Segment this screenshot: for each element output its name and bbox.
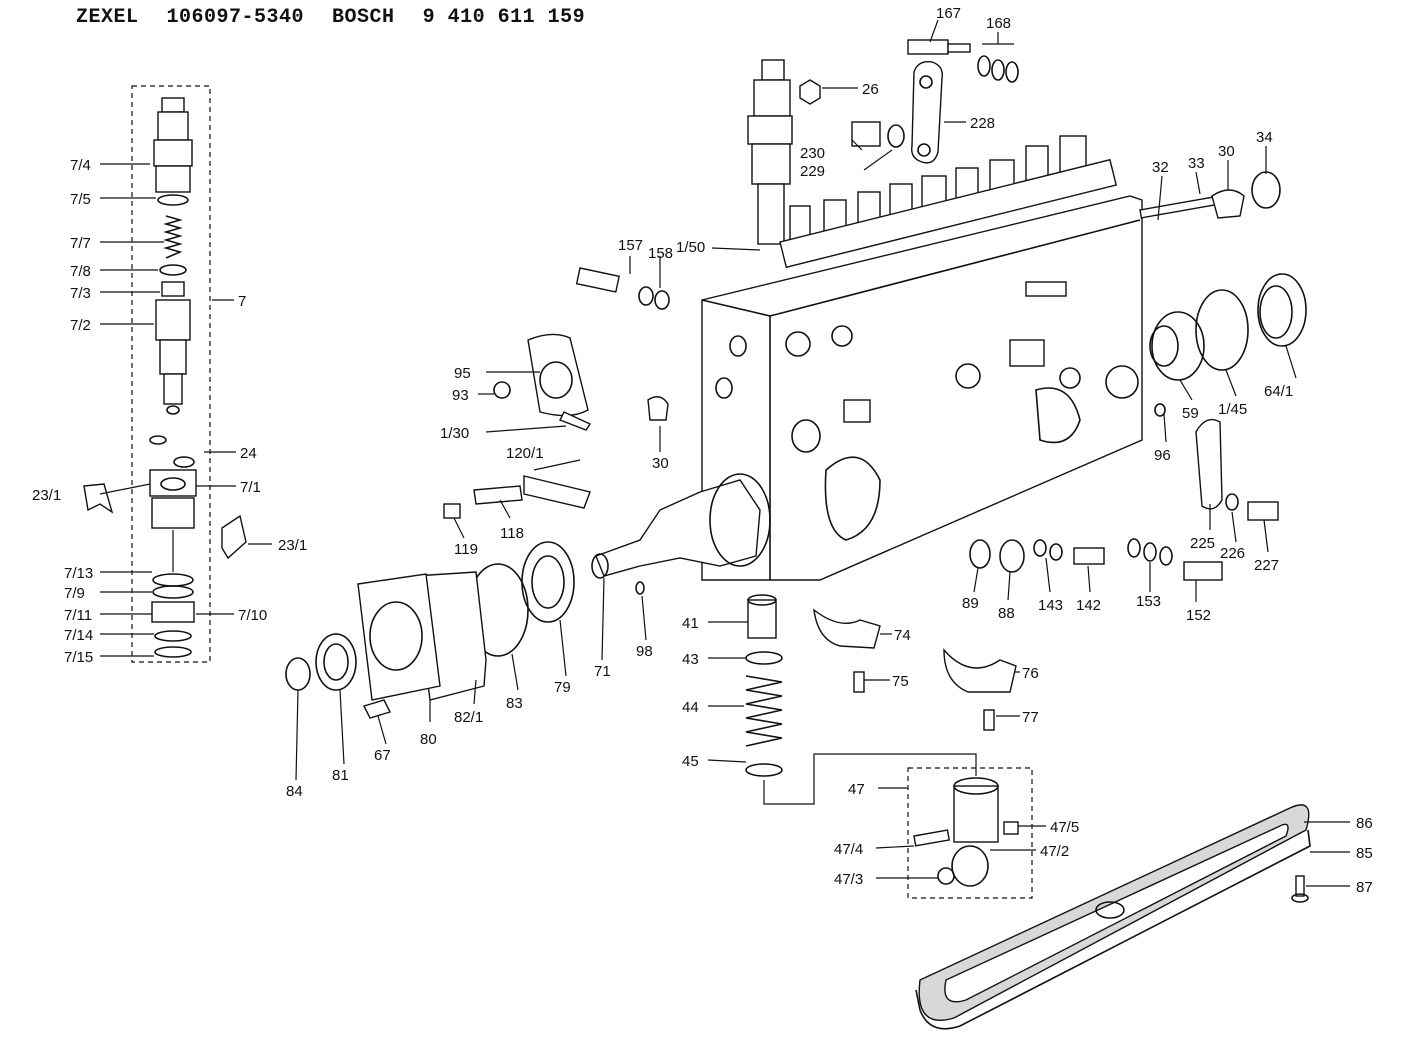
callout-98: 98	[636, 643, 653, 660]
callout-23-1-right: 23/1	[278, 537, 307, 554]
callout-7-4: 7/4	[70, 157, 91, 174]
callout-24: 24	[240, 445, 257, 462]
callout-7-13: 7/13	[64, 565, 93, 582]
callout-47-4: 47/4	[834, 841, 863, 858]
callout-158: 158	[648, 245, 673, 262]
callout-167: 167	[936, 5, 961, 22]
callout-227: 227	[1254, 557, 1279, 574]
callout-30: 30	[1218, 143, 1235, 160]
callout-84: 84	[286, 783, 303, 800]
callout-85: 85	[1356, 845, 1373, 862]
camshaft-and-flange	[285, 267, 771, 719]
callout-88: 88	[998, 605, 1015, 622]
callout-45: 45	[682, 753, 699, 770]
callout-228: 228	[970, 115, 995, 132]
callout-64-1: 64/1	[1264, 383, 1293, 400]
callout-229: 229	[800, 163, 825, 180]
callout-43: 43	[682, 651, 699, 668]
callout-83: 83	[506, 695, 523, 712]
callout-32: 32	[1152, 159, 1169, 176]
callout-47-2: 47/2	[1040, 843, 1069, 860]
callout-86: 86	[1356, 815, 1373, 832]
callout-226: 226	[1220, 545, 1245, 562]
callout-1-50: 1/50	[676, 239, 705, 256]
roller-assembly	[763, 753, 1033, 899]
callout-142: 142	[1076, 597, 1101, 614]
callout-47: 47	[848, 781, 865, 798]
callout-81: 81	[332, 767, 349, 784]
callout-7-11: 7/11	[64, 607, 92, 624]
callout-95: 95	[454, 365, 471, 382]
callout-143: 143	[1038, 597, 1063, 614]
callout-75: 75	[892, 673, 909, 690]
callout-7-7: 7/7	[70, 235, 91, 252]
callout-153: 153	[1136, 593, 1161, 610]
callout-1-45: 1/45	[1218, 401, 1247, 418]
callout-47-3: 47/3	[834, 871, 863, 888]
tappet-assembly	[745, 594, 1017, 777]
callout-87: 87	[1356, 879, 1373, 896]
callout-74: 74	[894, 627, 911, 644]
delivery-valve-assembly	[83, 85, 247, 663]
callout-7-5: 7/5	[70, 191, 91, 208]
callout-47-5: 47/5	[1050, 819, 1079, 836]
callout-120-1: 120/1	[506, 445, 544, 462]
callout-76: 76	[1022, 665, 1039, 682]
part-number-zexel: 106097-5340	[166, 6, 305, 29]
callout-7-8: 7/8	[70, 263, 91, 280]
callout-34: 34	[1256, 129, 1273, 146]
right-side-parts	[969, 171, 1307, 581]
callout-157: 157	[618, 237, 643, 254]
callout-7-15: 7/15	[64, 649, 93, 666]
callout-30-lower: 30	[652, 455, 669, 472]
callout-96: 96	[1154, 447, 1171, 464]
callout-59: 59	[1182, 405, 1199, 422]
callout-7-10: 7/10	[238, 607, 267, 624]
callout-168: 168	[986, 15, 1011, 32]
pump-housing	[701, 158, 1143, 581]
callout-118: 118	[500, 525, 524, 542]
diagram-header: ZEXEL 106097-5340 BOSCH 9 410 611 159	[76, 6, 613, 29]
part-number-bosch: 9 410 611 159	[422, 6, 586, 29]
callout-41: 41	[682, 615, 699, 632]
callout-7-2: 7/2	[70, 317, 91, 334]
callout-7-3: 7/3	[70, 285, 91, 302]
callout-225: 225	[1190, 535, 1215, 552]
callout-80: 80	[420, 731, 437, 748]
base-plate-gasket	[915, 804, 1311, 1030]
callout-77: 77	[1022, 709, 1039, 726]
callout-7-14: 7/14	[64, 627, 93, 644]
callout-26: 26	[862, 81, 879, 98]
callout-119: 119	[454, 541, 478, 558]
callout-93: 93	[452, 387, 469, 404]
callout-23-1-left: 23/1	[32, 487, 61, 504]
leader-lines	[99, 19, 1350, 887]
callout-labels: 167 168 26 228 230 229 32 33 30 34 157 1…	[32, 5, 1373, 896]
callout-71: 71	[594, 663, 611, 680]
callout-7-1: 7/1	[240, 479, 261, 496]
callout-1-30: 1/30	[440, 425, 469, 442]
callout-79: 79	[554, 679, 571, 696]
callout-230: 230	[800, 145, 825, 162]
callout-152: 152	[1186, 607, 1211, 624]
callout-89: 89	[962, 595, 979, 612]
callout-7-9: 7/9	[64, 585, 85, 602]
callout-67: 67	[374, 747, 391, 764]
callout-82-1: 82/1	[454, 709, 483, 726]
maker-zexel: ZEXEL	[76, 6, 139, 29]
callout-44: 44	[682, 699, 699, 716]
callout-7: 7	[238, 293, 246, 310]
maker-bosch: BOSCH	[332, 6, 395, 29]
callout-33: 33	[1188, 155, 1205, 172]
